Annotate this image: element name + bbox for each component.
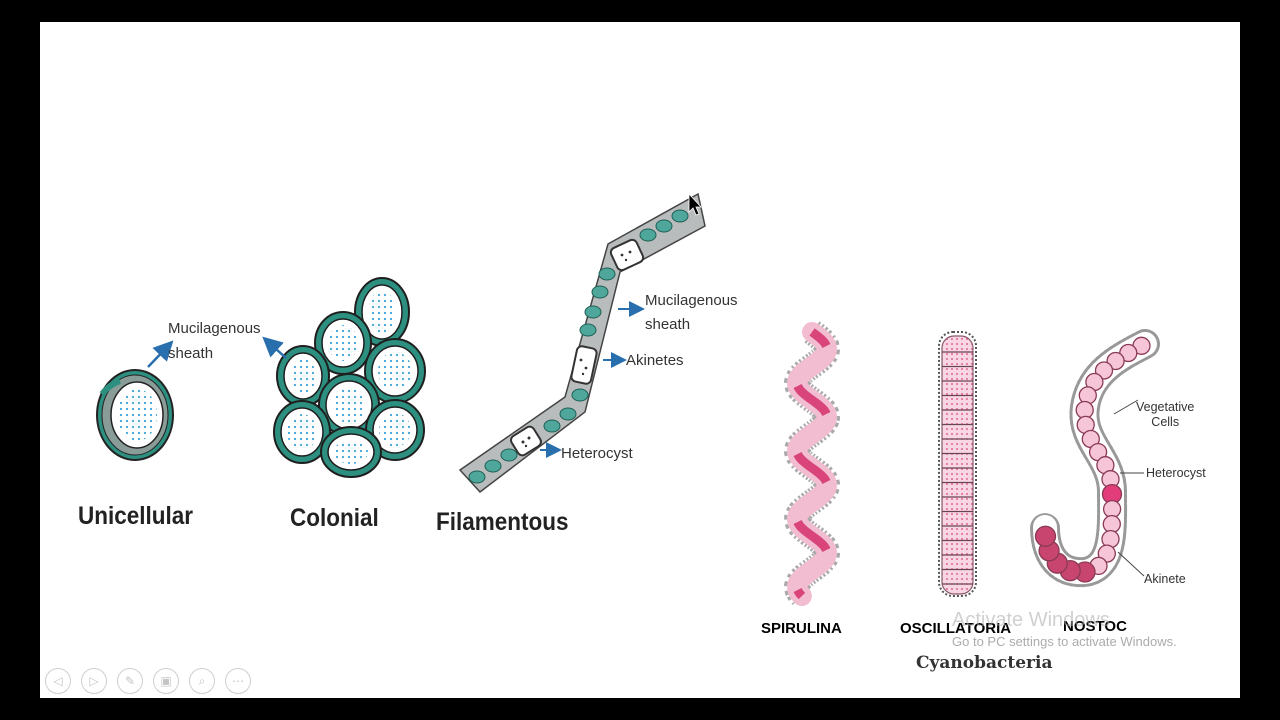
next-slide-icon: ▷	[89, 674, 99, 688]
filament-sheath-label-line2: sheath	[645, 316, 691, 333]
spirulina-caption: SPIRULINA	[761, 620, 842, 637]
activate-windows-hint: Go to PC settings to activate Windows.	[952, 634, 1177, 649]
vegetative-cells-label: Vegetative Cells	[1136, 400, 1195, 429]
nostoc-filament	[1030, 329, 1160, 588]
akinetes-label: Akinetes	[626, 352, 684, 369]
pen-icon: ✎	[124, 674, 136, 688]
colonial-colony	[273, 277, 426, 478]
unicellular-sheath-label-line2: sheath	[168, 345, 214, 362]
colonial-sheath-arrow	[262, 336, 287, 359]
unicellular-cell	[96, 369, 174, 461]
filamentous-filament	[458, 192, 706, 494]
mouse-pointer-icon	[688, 192, 702, 216]
filamentous-title: Filamentous	[436, 508, 569, 536]
unicellular-sheath-label: Mucilagenous	[168, 320, 261, 337]
slide: Mucilagenous sheath Unicellular Colonial…	[40, 22, 1240, 698]
nostoc-caption: NOSTOC	[1063, 618, 1127, 635]
unicellular-sheath-arrow	[147, 340, 174, 368]
unicellular-title: Unicellular	[78, 502, 194, 530]
cyanobacteria-caption: Cyanobacteria	[916, 653, 1053, 673]
oscillatoria-caption: OSCILLATORIA	[900, 620, 1012, 637]
slides-overview-icon: ▣	[160, 674, 172, 688]
diagram-artwork	[96, 192, 1160, 606]
nostoc-heterocyst-label: Heterocyst	[1146, 466, 1206, 480]
heterocyst-label: Heterocyst	[561, 445, 633, 462]
more-options-icon: ⋯	[232, 674, 244, 688]
zoom-button[interactable]: ⌕	[189, 668, 215, 694]
more-options-button[interactable]: ⋯	[225, 668, 251, 694]
colonial-title: Colonial	[290, 504, 379, 532]
slideshow-toolbar: ◁ ▷ ✎ ▣ ⌕ ⋯	[45, 668, 251, 694]
spirulina-filament	[784, 321, 840, 606]
akinete-label: Akinete	[1144, 572, 1186, 586]
pen-button[interactable]: ✎	[117, 668, 143, 694]
filament-sheath-label: Mucilagenous	[645, 292, 738, 309]
oscillatoria-filament	[938, 331, 977, 597]
activate-windows-watermark: Activate Windows	[952, 609, 1110, 631]
zoom-icon: ⌕	[198, 673, 206, 688]
slides-overview-button[interactable]: ▣	[153, 668, 179, 694]
previous-slide-button[interactable]: ◁	[45, 668, 71, 694]
previous-slide-icon: ◁	[53, 674, 63, 688]
next-slide-button[interactable]: ▷	[81, 668, 107, 694]
